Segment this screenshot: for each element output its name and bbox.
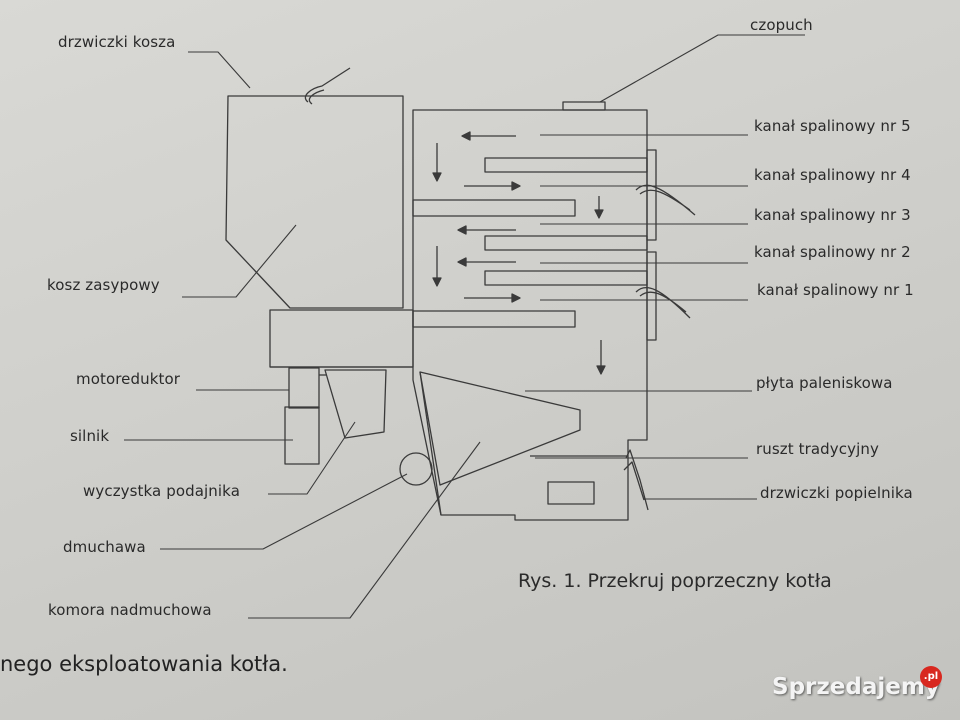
upper-door-plate [647,150,656,240]
label-silnik: silnik [70,427,110,445]
label-ruszt-tradycyjny: ruszt tradycyjny [756,440,879,458]
flow-arrows [433,132,605,374]
watermark-logo: Sprzedajemy [772,674,940,700]
baffle-nr2 [485,236,647,250]
figure-caption: Rys. 1. Przekruj poprzeczny kotła [518,570,832,592]
watermark-dot-icon: .pl [920,666,942,688]
leader-lines [124,35,805,618]
label-kanal-4: kanał spalinowy nr 4 [754,166,911,184]
label-drzwiczki-popielnika: drzwiczki popielnika [760,484,913,502]
baffle-nr2b [485,271,647,285]
label-wyczystka-podajnika: wyczystka podajnika [83,482,240,500]
label-kanal-3: kanał spalinowy nr 3 [754,206,911,224]
label-kanal-2: kanał spalinowy nr 2 [754,243,911,261]
ash-door [548,482,594,504]
feeder-cleanout [325,370,386,438]
label-drzwiczki-kosza: drzwiczki kosza [58,33,176,51]
label-plyta-paleniskowa: płyta paleniskowa [756,374,893,392]
label-dmuchawa: dmuchawa [63,538,146,556]
label-kosz-zasypowy: kosz zasypowy [47,276,160,294]
hopper-door-handle [305,68,350,104]
gearmotor [289,368,319,408]
motor [285,407,319,464]
feeder-housing [270,310,413,367]
label-komora-nadmuchowa: komora nadmuchowa [48,601,212,619]
baffle-nr3 [413,200,575,216]
label-czopuch: czopuch [750,16,813,34]
label-motoreduktor: motoreduktor [76,370,181,388]
blower [400,453,432,485]
hopper-outline [226,96,403,308]
burner-plate [420,372,580,485]
flue-outlet [563,102,605,110]
body-text-fragment: nego eksploatowania kotła. [0,652,288,676]
baffle-nr1 [413,311,575,327]
label-kanal-1: kanał spalinowy nr 1 [757,281,914,299]
label-kanal-5: kanał spalinowy nr 5 [754,117,911,135]
baffle-nr4 [485,158,647,172]
lower-door-plate [647,252,656,340]
